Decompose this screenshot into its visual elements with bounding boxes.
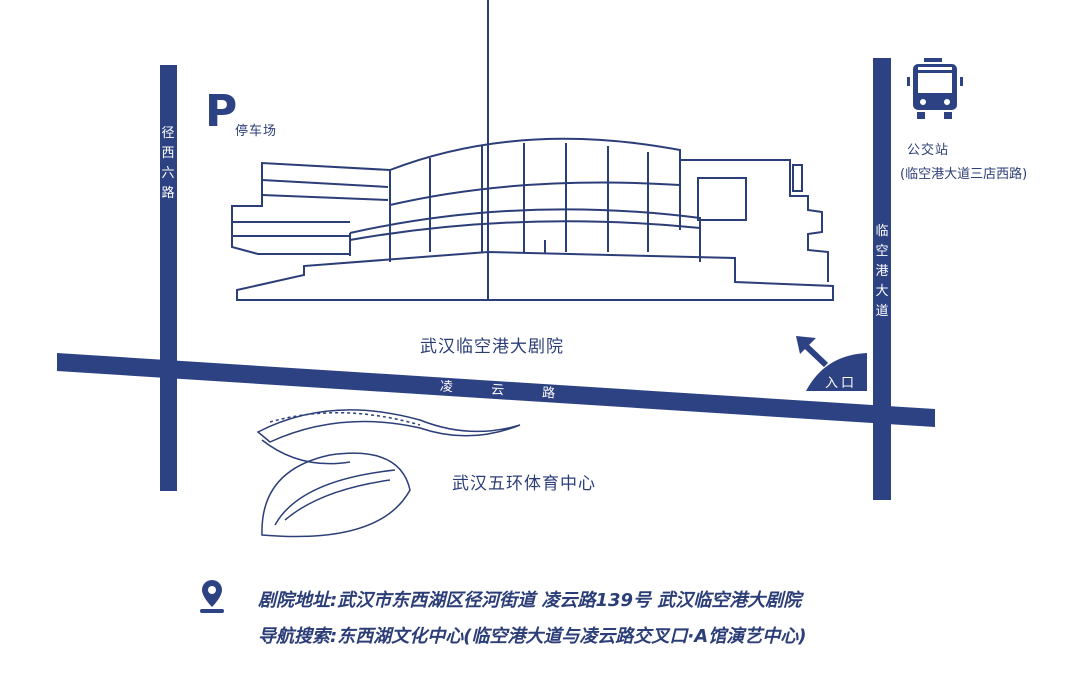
stadium-drawing xyxy=(256,409,521,538)
road-char: 凌 xyxy=(439,379,454,396)
bus-stop-sublabel: (临空港大道三店西路) xyxy=(900,167,1028,182)
theatre-label: 武汉临空港大剧院 xyxy=(420,337,564,357)
east-road xyxy=(873,58,891,500)
address-text: 剧院地址:武汉市东西湖区径河街道 凌云路139号 武汉临空港大剧院 xyxy=(258,590,802,611)
theatre-building xyxy=(231,0,834,301)
east-road-label: 临空港大道 xyxy=(875,224,889,319)
location-pin-icon xyxy=(200,580,224,613)
parking-label: 停车场 xyxy=(235,124,278,139)
parking-icon: P xyxy=(205,86,238,137)
navigation-text: 导航搜索:东西湖文化中心(临空港大道与凌云路交叉口·A馆演艺中心) xyxy=(258,626,807,647)
main-road xyxy=(57,353,935,427)
west-road-label: 径西六路 xyxy=(161,126,175,201)
entrance-label: 入口 xyxy=(825,376,858,391)
bus-icon xyxy=(907,58,963,119)
west-road xyxy=(160,65,177,491)
stadium-label: 武汉五环体育中心 xyxy=(452,474,596,494)
arrow-icon xyxy=(796,336,829,368)
road-char: 云 xyxy=(490,382,505,399)
road-char: 路 xyxy=(541,385,556,402)
entrance-marker xyxy=(806,353,867,391)
bus-stop-label: 公交站 xyxy=(907,143,950,158)
